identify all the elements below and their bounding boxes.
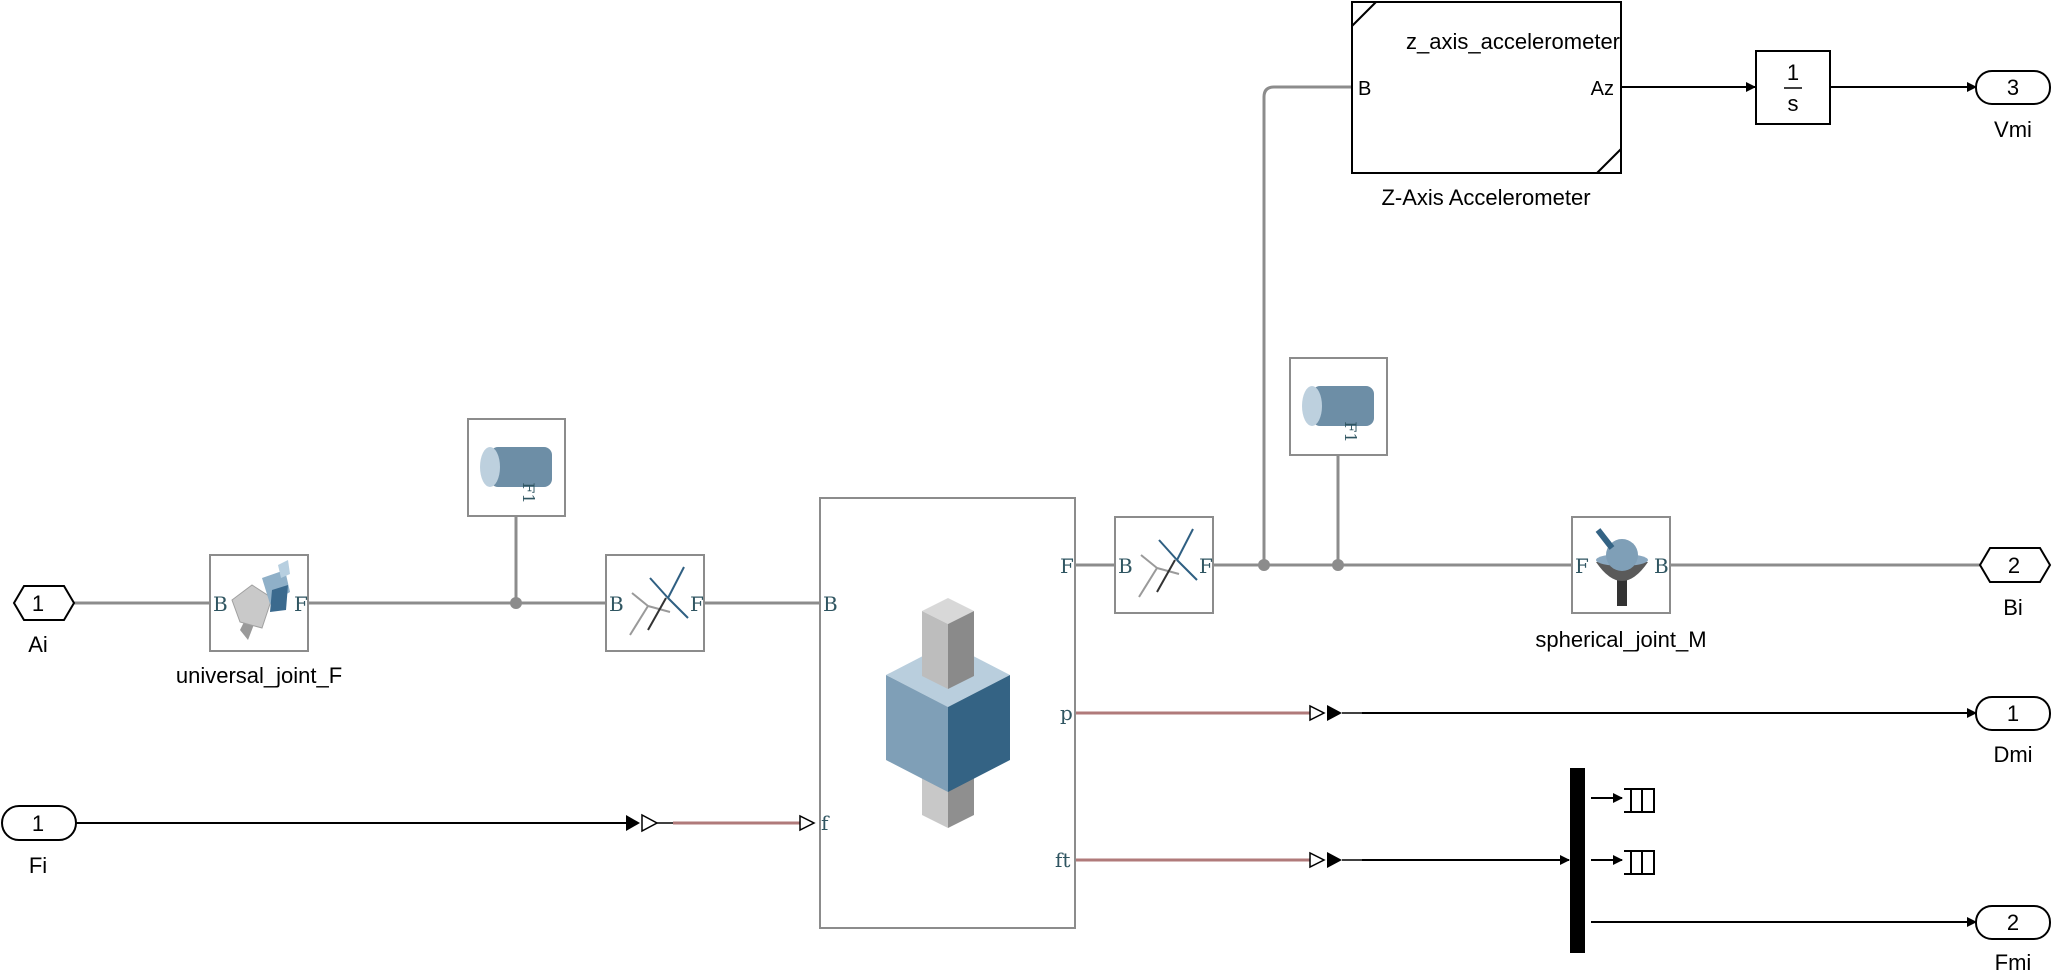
spherical-joint-name: spherical_joint_M [1535, 627, 1706, 652]
outport-bi-label: Bi [2003, 595, 2023, 620]
universal-joint-port-f: F [294, 592, 308, 616]
outport-dmi-label: Dmi [1993, 742, 2032, 767]
outport-dmi[interactable]: 1 Dmi [1975, 696, 2051, 767]
integrator-denominator: s [1788, 91, 1799, 116]
universal-joint-name: universal_joint_F [176, 663, 342, 688]
spherical-joint-port-f: F [1575, 554, 1589, 578]
inport-fi-label: Fi [29, 853, 47, 878]
junction-left [510, 597, 522, 609]
ps-simulink-converter-p[interactable] [1075, 704, 1362, 722]
junction-right-a [1258, 559, 1270, 571]
spherical-joint-port-b: B [1654, 554, 1669, 578]
prismatic-port-b: B [823, 592, 838, 616]
junction-right-b [1332, 559, 1344, 571]
prismatic-port-p: p [1060, 701, 1073, 725]
rigid-transform-right-port-b: B [1118, 554, 1133, 578]
cylinder-icon [1302, 386, 1374, 426]
z-axis-accelerometer-block[interactable]: z_axis_accelerometer B Az Z-Axis Acceler… [1351, 1, 1622, 210]
spherical-joint-icon [1595, 528, 1648, 606]
accelerometer-name: Z-Axis Accelerometer [1381, 185, 1590, 210]
accelerometer-subsystem-title: z_axis_accelerometer [1406, 29, 1620, 54]
integrator-block[interactable]: 1 s [1755, 50, 1831, 125]
accelerometer-port-az: Az [1591, 78, 1614, 100]
demux-block[interactable] [1570, 768, 1585, 953]
prismatic-joint-icon [886, 598, 1010, 828]
outport-vmi[interactable]: 3 Vmi [1975, 70, 2051, 142]
rigid-transform-left[interactable]: B F [605, 554, 705, 652]
universal-joint-icon [231, 560, 290, 640]
rigid-transform-right[interactable]: B F [1114, 516, 1214, 614]
coordinate-frame-icon [629, 566, 689, 636]
ps-simulink-converter-ft[interactable] [1075, 851, 1362, 869]
accelerometer-port-b: B [1358, 78, 1371, 100]
solid-left-frame-label: F1 [519, 482, 538, 503]
outport-dmi-number: 1 [2007, 701, 2019, 726]
integrator-numerator: 1 [1787, 60, 1799, 85]
outport-vmi-label: Vmi [1994, 117, 2032, 142]
rigid-transform-right-port-f: F [1199, 554, 1213, 578]
universal-joint-port-b: B [213, 592, 228, 616]
terminator-2[interactable] [1624, 850, 1655, 875]
connections [74, 82, 1980, 927]
inport-ai[interactable]: 1 Ai [12, 585, 76, 657]
solid-right-frame-label: F1 [1341, 421, 1360, 442]
universal-joint-block[interactable]: B F universal_joint_F [176, 554, 342, 688]
terminator-1[interactable] [1624, 788, 1655, 813]
solid-block-right[interactable]: F1 [1289, 357, 1388, 456]
rigid-transform-left-port-b: B [609, 592, 624, 616]
prismatic-port-f: F [1060, 554, 1074, 578]
prismatic-port-f-input: f [821, 811, 830, 835]
connection-accelerometer-branch[interactable] [1262, 85, 1352, 565]
spherical-joint-block[interactable]: F B spherical_joint_M [1535, 516, 1707, 652]
prismatic-joint-block[interactable]: B F p ft f [819, 497, 1076, 929]
rigid-transform-left-port-f: F [690, 592, 704, 616]
outport-bi-number: 2 [2008, 553, 2020, 578]
inport-fi[interactable]: 1 Fi [1, 805, 77, 878]
inport-fi-number: 1 [32, 811, 44, 836]
coordinate-frame-icon [1138, 528, 1198, 598]
inport-ai-number: 1 [32, 591, 44, 616]
outport-fmi-number: 2 [2007, 910, 2019, 935]
cylinder-icon [480, 447, 552, 487]
outport-bi[interactable]: 2 Bi [1978, 547, 2052, 620]
prismatic-port-ft: ft [1055, 848, 1070, 872]
outport-fmi[interactable]: 2 Fmi [1975, 905, 2051, 971]
solid-block-left[interactable]: F1 [467, 418, 566, 517]
inport-ai-label: Ai [28, 632, 48, 657]
outport-vmi-number: 3 [2007, 75, 2019, 100]
outport-fmi-label: Fmi [1995, 950, 2032, 971]
simulink-ps-converter[interactable] [626, 813, 816, 833]
